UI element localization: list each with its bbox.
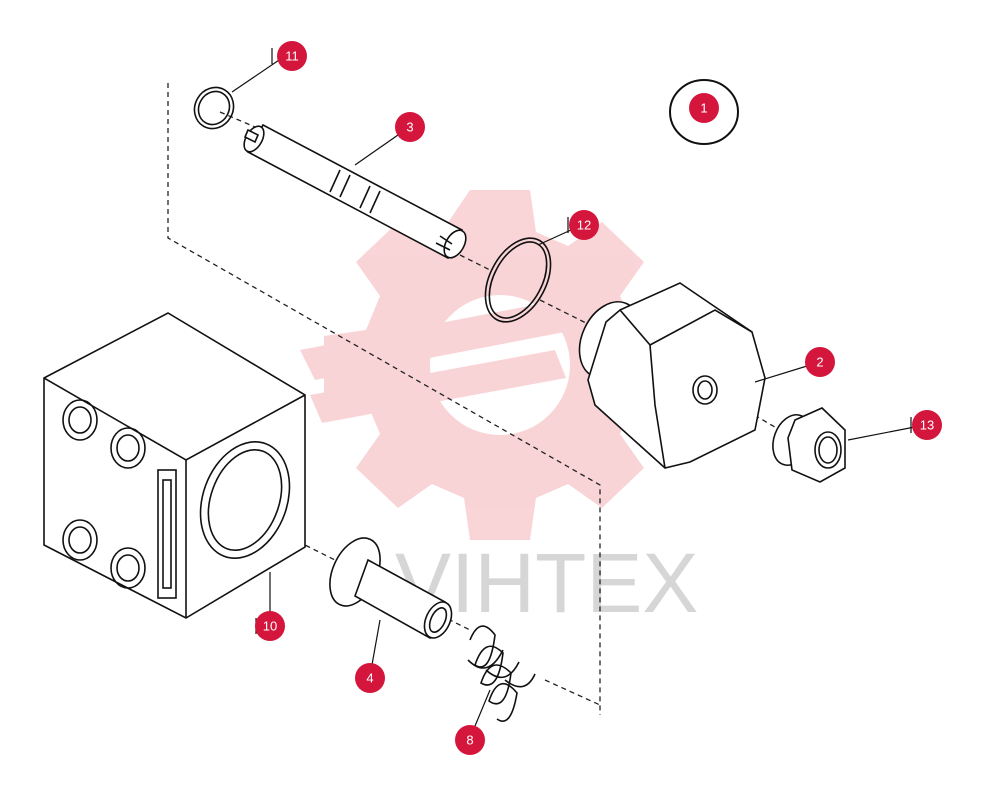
svg-text:2: 2	[816, 355, 823, 370]
callout-4: 4	[355, 663, 385, 693]
svg-text:8: 8	[466, 733, 473, 748]
part-3-spool	[243, 123, 467, 260]
svg-text:1: 1	[700, 101, 707, 116]
callout-11: 11	[277, 41, 307, 71]
callout-8: 8	[455, 725, 485, 755]
part-8-spring	[467, 625, 536, 722]
part-12-large-oring	[484, 237, 552, 323]
part-2-hex-plug	[578, 282, 766, 469]
callout-3: 3	[395, 112, 425, 142]
svg-text:4: 4	[366, 671, 373, 686]
watermark-logo	[300, 190, 676, 540]
callout-10: 10	[255, 611, 285, 641]
callout-12: 12	[569, 210, 599, 240]
part-13-nut	[772, 407, 846, 483]
part-10-valve-body	[43, 312, 306, 619]
svg-text:13: 13	[920, 418, 934, 433]
svg-text:10: 10	[263, 619, 277, 634]
callout-13: 13	[912, 410, 942, 440]
svg-text:11: 11	[285, 49, 299, 64]
callout-2: 2	[805, 347, 835, 377]
svg-text:12: 12	[577, 218, 591, 233]
part-4-sleeve	[329, 537, 453, 640]
svg-text:3: 3	[406, 120, 413, 135]
callout-1: 1	[689, 93, 719, 123]
part-11-small-oring	[193, 86, 235, 130]
